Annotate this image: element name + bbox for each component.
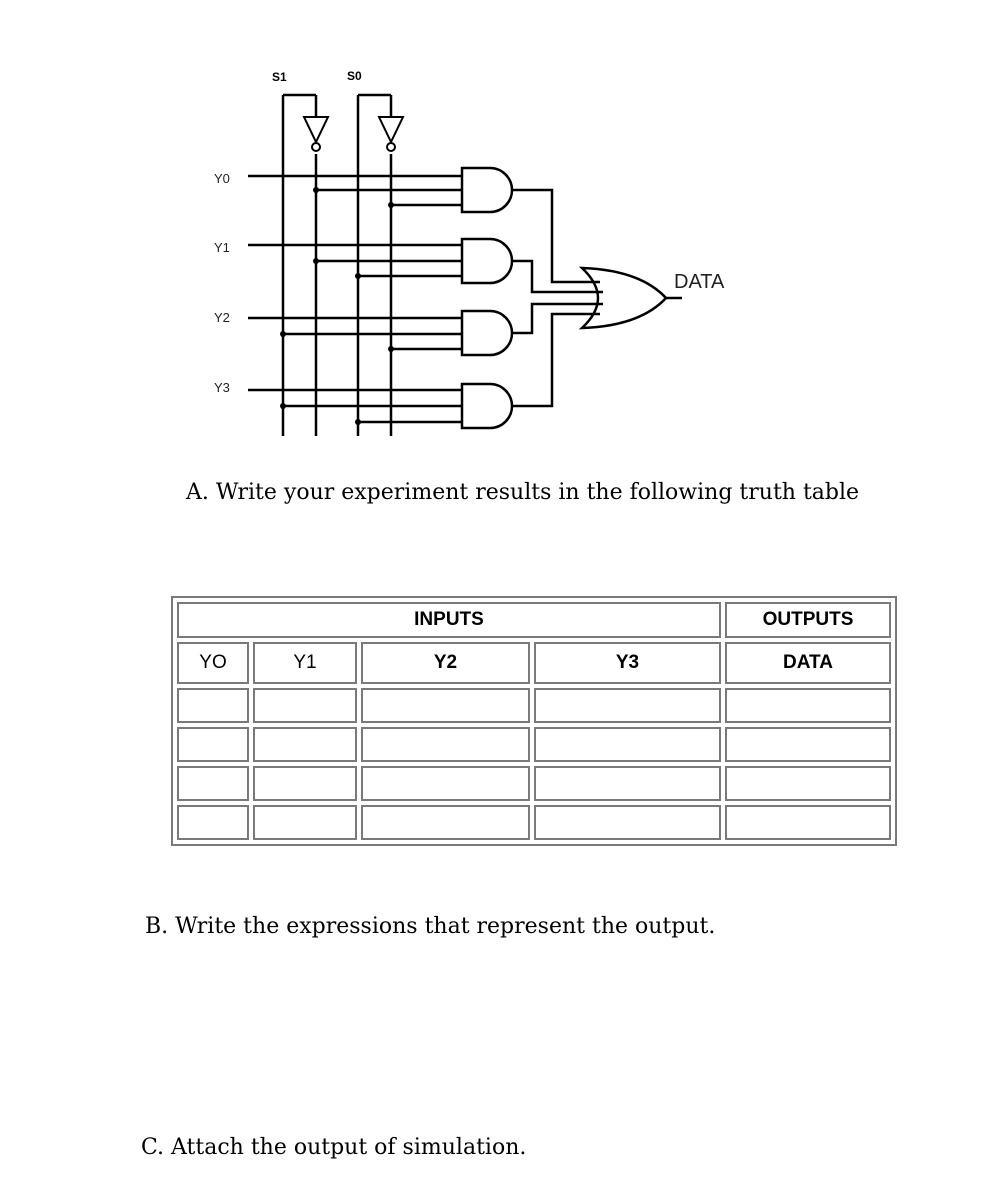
table-row	[177, 766, 891, 801]
section-b-heading: B. Write the expressions that represent …	[145, 914, 716, 939]
truth-table-column-header-row: YO Y1 Y2 Y3 DATA	[177, 642, 891, 684]
or-gate	[578, 266, 668, 330]
inverter-s1	[302, 116, 330, 152]
table-cell[interactable]	[725, 727, 891, 762]
y2-input-label: Y2	[214, 310, 230, 325]
y3-input-label: Y3	[214, 380, 230, 395]
and-gate-2	[460, 309, 514, 357]
table-cell[interactable]	[177, 727, 249, 762]
y1-input-label: Y1	[214, 240, 230, 255]
section-a-heading: A. Write your experiment results in the …	[186, 480, 860, 505]
inverter-s0	[377, 116, 405, 152]
outputs-group-header: OUTPUTS	[725, 602, 891, 638]
or-input-wires	[512, 188, 603, 408]
table-cell[interactable]	[177, 766, 249, 801]
table-cell[interactable]	[534, 727, 721, 762]
table-cell[interactable]	[177, 688, 249, 723]
select-lines	[281, 93, 393, 436]
table-cell[interactable]	[253, 688, 357, 723]
s1-label: S1	[272, 70, 287, 84]
table-cell[interactable]	[361, 805, 530, 840]
table-cell[interactable]	[534, 805, 721, 840]
truth-table-group-header-row: INPUTS OUTPUTS	[177, 602, 891, 638]
junction-dots	[280, 187, 394, 425]
table-cell[interactable]	[725, 805, 891, 840]
and-gate-0	[460, 166, 514, 214]
y0-input-label: Y0	[214, 171, 230, 186]
table-cell[interactable]	[534, 766, 721, 801]
col-header-y3: Y3	[534, 642, 721, 684]
and-gate-3	[460, 382, 514, 430]
table-cell[interactable]	[361, 727, 530, 762]
truth-table: INPUTS OUTPUTS YO Y1 Y2 Y3 DATA	[171, 596, 897, 846]
data-output-label: DATA	[674, 271, 725, 293]
gate-input-wires	[248, 174, 462, 424]
table-cell[interactable]	[361, 766, 530, 801]
table-cell[interactable]	[253, 766, 357, 801]
table-cell[interactable]	[725, 688, 891, 723]
table-row	[177, 688, 891, 723]
col-header-y2: Y2	[361, 642, 530, 684]
col-header-data: DATA	[725, 642, 891, 684]
table-cell[interactable]	[253, 805, 357, 840]
table-cell[interactable]	[361, 688, 530, 723]
table-cell[interactable]	[725, 766, 891, 801]
table-cell[interactable]	[177, 805, 249, 840]
table-cell[interactable]	[534, 688, 721, 723]
table-row	[177, 805, 891, 840]
s0-label: S0	[347, 69, 362, 83]
section-c-heading: C. Attach the output of simulation.	[141, 1135, 527, 1160]
col-header-y1: Y1	[253, 642, 357, 684]
and-gate-1	[460, 237, 514, 285]
table-cell[interactable]	[253, 727, 357, 762]
col-header-y0: YO	[177, 642, 249, 684]
and-gates	[460, 166, 514, 430]
multiplexer-circuit-diagram: S1 S0 Y0 Y1 Y2 Y3 DATA	[214, 69, 725, 436]
table-row	[177, 727, 891, 762]
inputs-group-header: INPUTS	[177, 602, 721, 638]
